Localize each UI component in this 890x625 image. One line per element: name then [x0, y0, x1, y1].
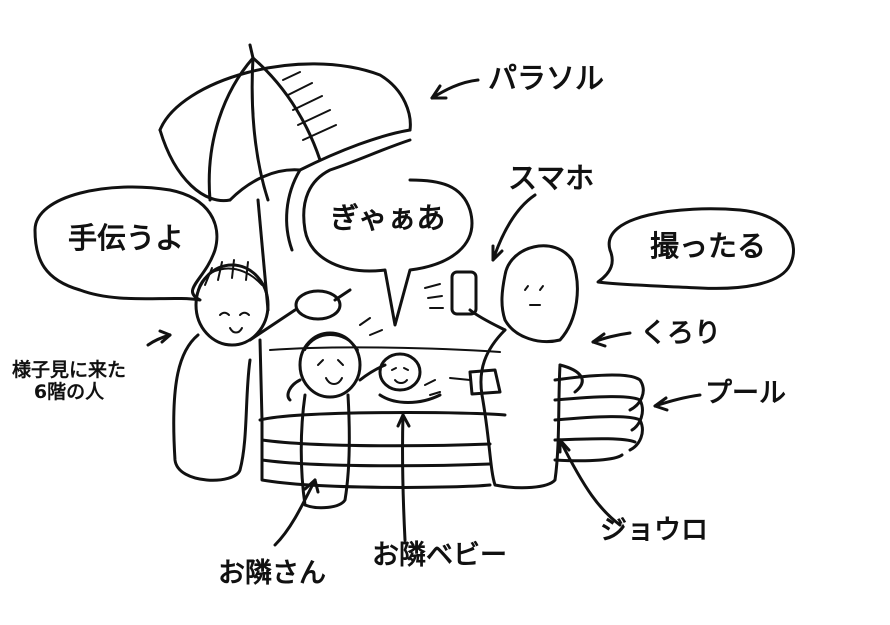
speech-text-middle: ぎゃぁあ	[330, 201, 446, 235]
label-parasol: パラソル	[488, 61, 605, 95]
pointer-arrows	[146, 78, 702, 547]
watering-can-low-drawing	[449, 368, 502, 396]
speech-bubble-right-outline	[596, 207, 795, 290]
label-neighbor: お隣さん	[218, 558, 326, 589]
neighbor-child-drawing	[286, 331, 387, 510]
label-neighbor-baby: お隣ベビー	[372, 540, 507, 571]
watering-can-drawing	[294, 288, 383, 336]
label-watering-can: ジョウロ	[600, 515, 708, 546]
pool-drawing	[258, 338, 645, 489]
neighbor-baby-drawing	[378, 352, 442, 404]
label-kurori: くろり	[640, 318, 721, 349]
label-pool: プール	[705, 378, 786, 409]
kurori-drawing	[468, 244, 584, 490]
sixth-floor-person-drawing	[172, 259, 297, 482]
speech-bubble-left-outline	[33, 185, 219, 302]
speech-text-left: 手伝うよ	[68, 221, 185, 255]
label-smartphone: スマホ	[508, 161, 595, 195]
speech-text-right: 撮ったる	[650, 229, 767, 263]
parasol-drawing	[158, 43, 412, 312]
label-sixth-floor-person-line2: 6階の人	[33, 380, 105, 403]
label-sixth-floor-person-line1: 様子見に来た	[12, 359, 127, 381]
smartphone-drawing	[424, 270, 478, 316]
speech-bubble-middle-outline	[302, 138, 474, 327]
label-sixth-floor-person: 様子見に来た 6階の人	[12, 359, 127, 404]
